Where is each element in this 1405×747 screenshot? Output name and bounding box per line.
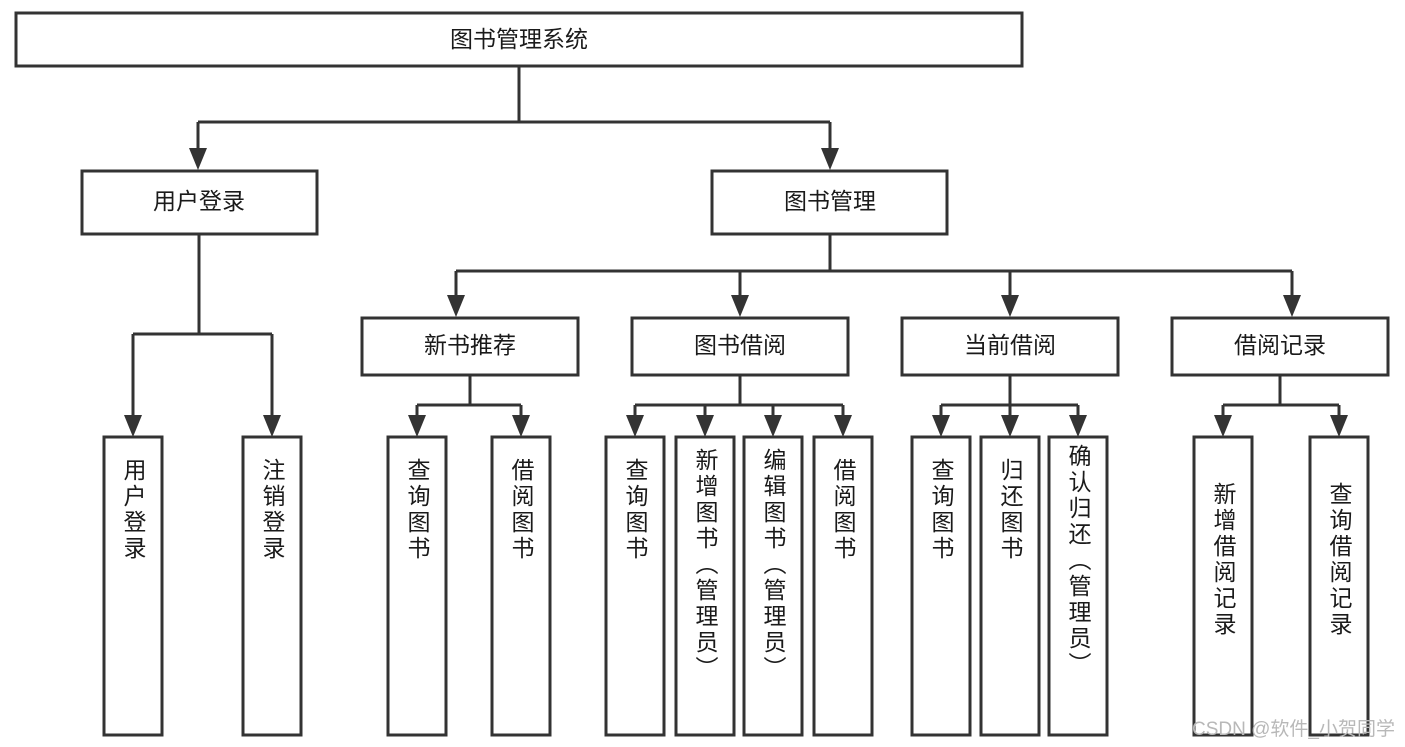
leaf-edit-book-box[interactable] — [742, 435, 804, 737]
node-root-box[interactable] — [14, 11, 1024, 68]
leaf-query-book-2-label: 查询图书 — [622, 458, 649, 562]
node-book-borrow-box[interactable] — [630, 316, 850, 377]
node-book-borrow[interactable]: 图书借阅 — [630, 316, 850, 377]
node-root-label: 图书管理系统 — [450, 26, 588, 52]
leaf-query-book-3-box[interactable] — [910, 435, 972, 737]
leaf-query-book-1-box[interactable] — [386, 435, 448, 737]
node-current-borrow-label: 当前借阅 — [964, 332, 1056, 358]
leaf-edit-book-label: 编辑图书（管理员） — [760, 448, 787, 682]
arrowhead-to-leaf-query-record — [1330, 415, 1348, 437]
arrowhead-to-leaf-query-book-1 — [408, 415, 426, 437]
connector-borrow-record-to-leaves — [1221, 375, 1341, 415]
connector-current-borrow-to-leaves — [939, 375, 1080, 415]
leaf-user-login-label: 用户登录 — [120, 458, 147, 562]
leaf-return-book-box[interactable] — [979, 435, 1041, 737]
leaf-user-logout[interactable]: 注销登录 — [241, 435, 303, 737]
arrowhead-to-leaf-confirm-return — [1069, 415, 1087, 437]
arrowhead-to-leaf-borrow-book-2 — [834, 415, 852, 437]
arrowhead-to-user-login — [189, 148, 207, 170]
leaf-query-record-box[interactable] — [1308, 435, 1370, 737]
arrowhead-to-leaf-edit-book — [764, 415, 782, 437]
leaf-user-logout-box[interactable] — [241, 435, 303, 737]
node-book-management-label: 图书管理 — [784, 188, 876, 214]
leaf-add-record-label: 新增借阅记录 — [1210, 482, 1237, 638]
node-new-book-recommend[interactable]: 新书推荐 — [360, 316, 580, 377]
arrowhead-to-borrow-record — [1283, 295, 1301, 317]
leaf-query-book-1[interactable]: 查询图书 — [386, 435, 448, 737]
node-borrow-record-label: 借阅记录 — [1234, 332, 1326, 358]
connector-new-book-recommend-to-leaves — [415, 375, 523, 415]
leaf-query-book-2-box[interactable] — [604, 435, 666, 737]
node-current-borrow-box[interactable] — [900, 316, 1120, 377]
leaf-borrow-book-1[interactable]: 借阅图书 — [490, 435, 552, 737]
connector-book-management-to-level3 — [454, 234, 1294, 295]
leaf-confirm-return[interactable]: 确认归还（管理员） — [1047, 435, 1109, 737]
node-borrow-record[interactable]: 借阅记录 — [1170, 316, 1390, 377]
leaf-borrow-book-2[interactable]: 借阅图书 — [812, 435, 874, 737]
csdn-watermark: CSDN @软件_小贺同学 — [1192, 719, 1395, 740]
arrowhead-to-leaf-add-book — [696, 415, 714, 437]
leaf-query-book-3-label: 查询图书 — [928, 458, 955, 562]
node-book-management-box[interactable] — [710, 169, 949, 236]
arrowhead-to-current-borrow — [1001, 295, 1019, 317]
leaf-user-login-box[interactable] — [102, 435, 164, 737]
node-book-management[interactable]: 图书管理 — [710, 169, 949, 236]
arrowhead-to-leaf-add-record — [1214, 415, 1232, 437]
leaf-query-record-label: 查询借阅记录 — [1326, 482, 1353, 638]
leaf-borrow-book-1-label: 借阅图书 — [508, 458, 535, 562]
node-user-login-box[interactable] — [80, 169, 319, 236]
node-book-borrow-label: 图书借阅 — [694, 332, 786, 358]
node-user-login-label: 用户登录 — [153, 188, 245, 214]
leaf-edit-book[interactable]: 编辑图书（管理员） — [742, 435, 804, 737]
leaf-borrow-book-2-label: 借阅图书 — [830, 458, 857, 562]
connector-user-login-to-leaves — [131, 234, 274, 415]
leaf-return-book[interactable]: 归还图书 — [979, 435, 1041, 737]
arrowhead-to-leaf-borrow-book-1 — [512, 415, 530, 437]
connector-root-to-level2 — [196, 66, 832, 148]
leaf-borrow-book-1-box[interactable] — [490, 435, 552, 737]
leaf-user-logout-label: 注销登录 — [259, 458, 286, 562]
leaf-user-login[interactable]: 用户登录 — [102, 435, 164, 737]
leaf-add-record[interactable]: 新增借阅记录 — [1192, 435, 1254, 737]
arrowhead-to-new-book-recommend — [447, 295, 465, 317]
node-current-borrow[interactable]: 当前借阅 — [900, 316, 1120, 377]
connector-book-borrow-to-leaves — [633, 375, 845, 415]
arrowhead-to-leaf-user-login — [124, 415, 142, 437]
arrowhead-to-leaf-query-book-2 — [626, 415, 644, 437]
leaf-add-record-box[interactable] — [1192, 435, 1254, 737]
leaf-query-record[interactable]: 查询借阅记录 — [1308, 435, 1370, 737]
leaf-confirm-return-label: 确认归还（管理员） — [1065, 444, 1092, 678]
leaf-add-book[interactable]: 新增图书（管理员） — [674, 435, 736, 737]
arrowhead-to-book-borrow — [731, 295, 749, 317]
leaf-add-book-box[interactable] — [674, 435, 736, 737]
arrowhead-to-book-management — [821, 148, 839, 170]
arrowhead-to-leaf-query-book-3 — [932, 415, 950, 437]
leaf-confirm-return-box[interactable] — [1047, 435, 1109, 737]
node-root[interactable]: 图书管理系统 — [14, 11, 1024, 68]
node-new-book-recommend-box[interactable] — [360, 316, 580, 377]
node-borrow-record-box[interactable] — [1170, 316, 1390, 377]
node-new-book-recommend-label: 新书推荐 — [424, 332, 516, 358]
arrowhead-to-leaf-user-logout — [263, 415, 281, 437]
leaf-return-book-label: 归还图书 — [997, 458, 1024, 562]
node-user-login[interactable]: 用户登录 — [80, 169, 319, 236]
arrowhead-to-leaf-return-book — [1001, 415, 1019, 437]
leaf-borrow-book-2-box[interactable] — [812, 435, 874, 737]
connector-layer — [124, 66, 1348, 437]
leaf-query-book-1-label: 查询图书 — [404, 458, 431, 562]
leaf-query-book-3[interactable]: 查询图书 — [910, 435, 972, 737]
leaf-add-book-label: 新增图书（管理员） — [692, 448, 719, 682]
leaf-query-book-2[interactable]: 查询图书 — [604, 435, 666, 737]
